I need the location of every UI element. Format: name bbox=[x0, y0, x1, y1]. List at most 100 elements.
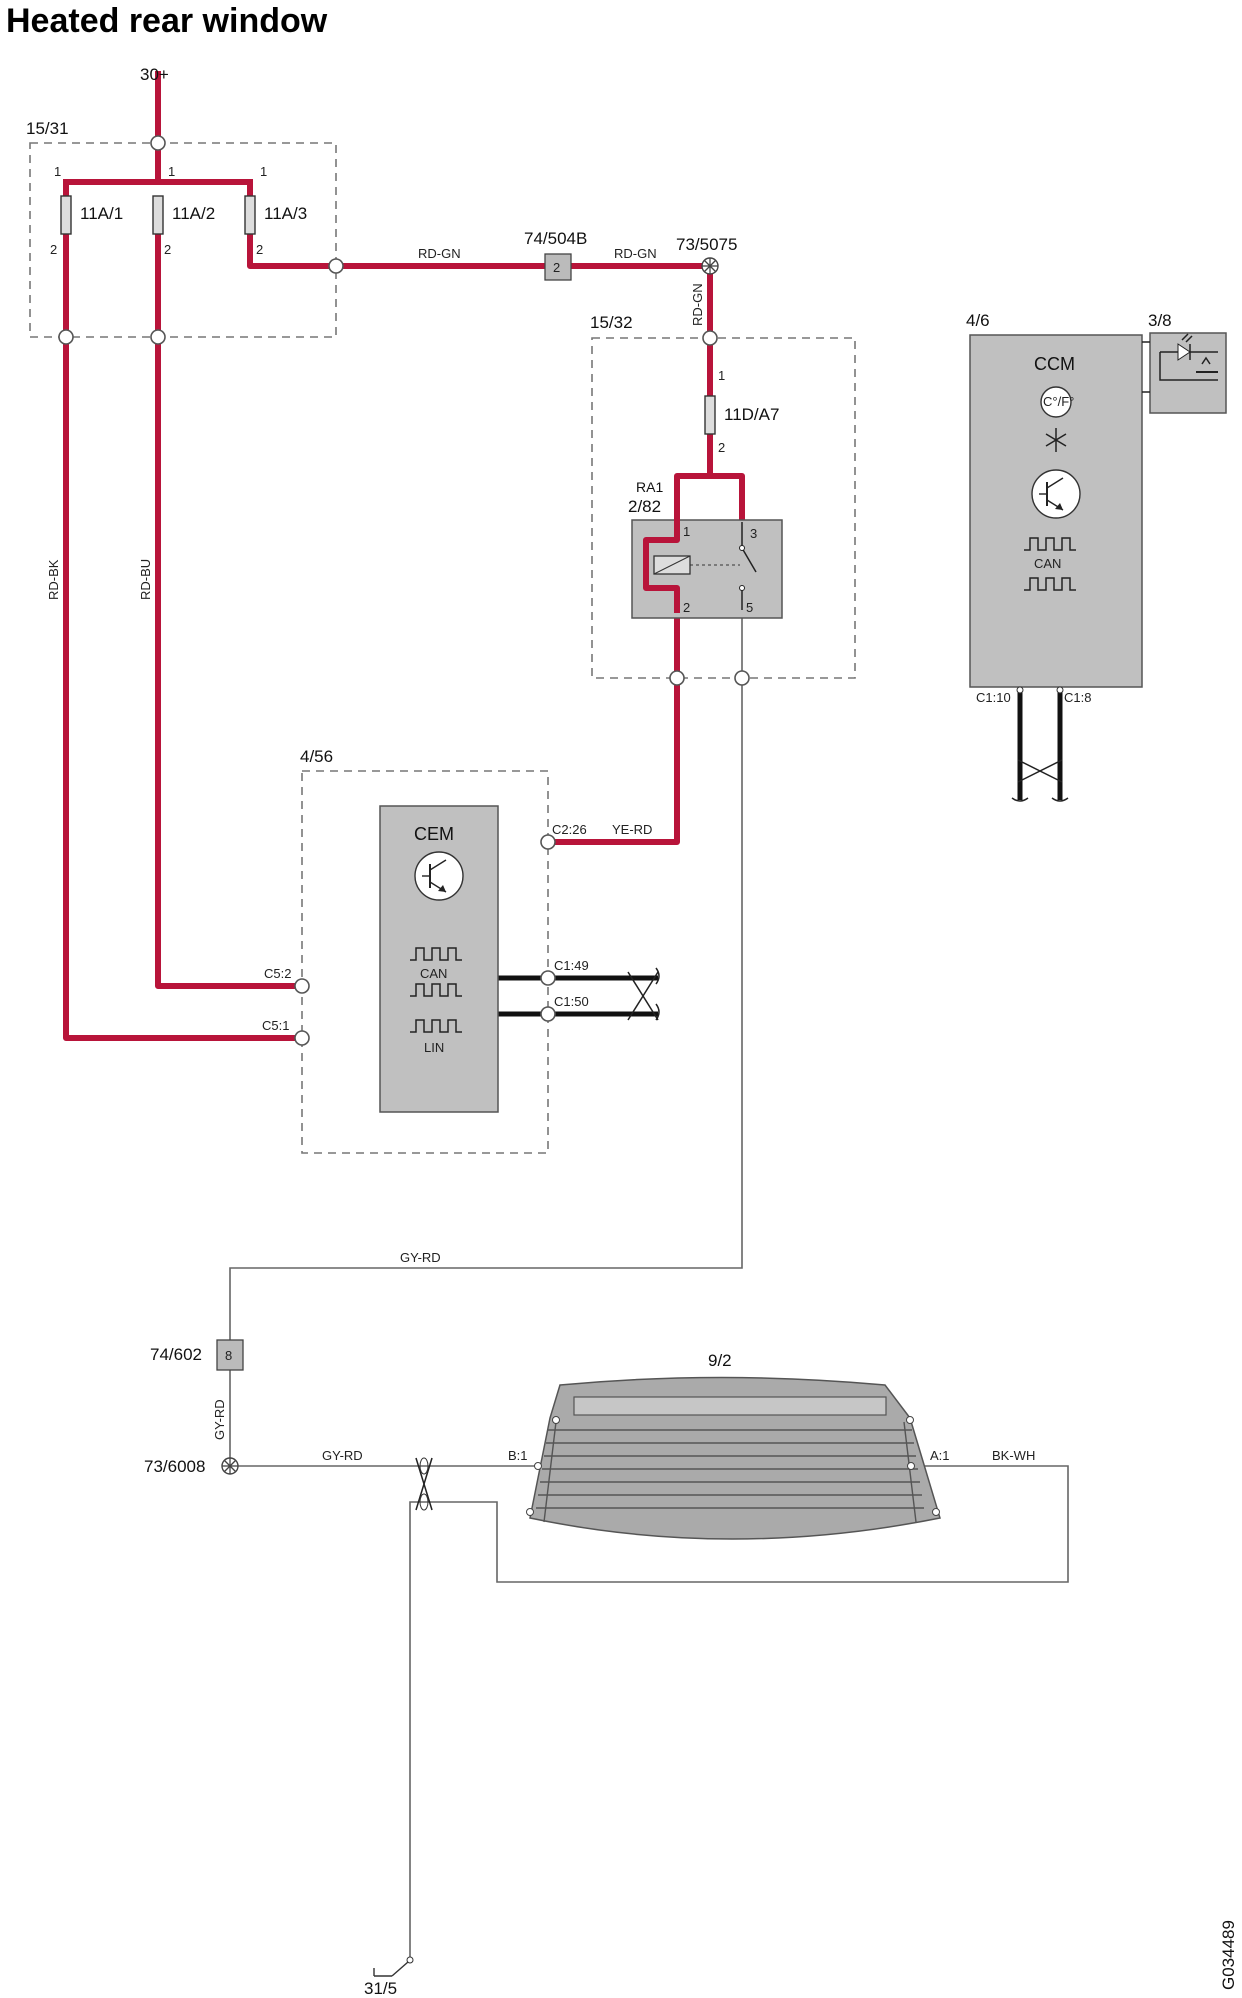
fuse-11a-3: 11A/3 1 2 bbox=[244, 164, 307, 257]
relay-box-in-connector bbox=[702, 330, 718, 346]
fuse-box-out-connector bbox=[328, 258, 344, 274]
ccm-pin-c1-10: C1:10 bbox=[976, 690, 1011, 705]
wire-label-bk-wh: BK-WH bbox=[992, 1448, 1035, 1463]
wire-rd-bk bbox=[63, 231, 305, 1041]
svg-text:1: 1 bbox=[168, 164, 175, 179]
switch-panel-id: 3/8 bbox=[1148, 311, 1172, 330]
rear-window-heater bbox=[526, 1376, 941, 1540]
ccm-box-id: 4/6 bbox=[966, 311, 990, 330]
connector-602-pin: 8 bbox=[225, 1348, 232, 1363]
relay-feed-1 bbox=[674, 431, 713, 525]
svg-text:11A/3: 11A/3 bbox=[264, 204, 307, 223]
ccm-can-waveform-icon bbox=[1024, 537, 1076, 591]
ground-symbol bbox=[373, 1956, 414, 1977]
connector-74-504b bbox=[544, 253, 572, 281]
splice-6008-label: 73/6008 bbox=[144, 1457, 205, 1476]
fuse-box-id: 15/31 bbox=[26, 119, 69, 138]
svg-text:5: 5 bbox=[746, 600, 753, 615]
wire-label-ye-rd: YE-RD bbox=[612, 822, 652, 837]
cem-pin-c1-50 bbox=[540, 1006, 556, 1022]
splice-5075-label: 73/5075 bbox=[676, 235, 737, 254]
svg-text:1: 1 bbox=[718, 368, 725, 383]
cem-pin-c2-26-label: C2:26 bbox=[552, 822, 587, 837]
wire-label-rd-gn-3: RD-GN bbox=[690, 283, 705, 326]
fuse-box-connector-rd-bk bbox=[58, 329, 74, 345]
fuse-11a-1: 11A/1 1 2 bbox=[50, 164, 123, 257]
wire-gy-rd-1 bbox=[229, 610, 743, 1340]
page-title: Heated rear window bbox=[6, 2, 328, 40]
wire-bk-wh bbox=[409, 1465, 1069, 1960]
svg-text:1: 1 bbox=[260, 164, 267, 179]
cem-box-4-56 bbox=[301, 770, 549, 1154]
svg-text:2: 2 bbox=[256, 242, 263, 257]
wire-rd-bu bbox=[155, 231, 305, 989]
ccm-can-label: CAN bbox=[1034, 556, 1061, 571]
ccm-transistor-icon bbox=[1031, 469, 1081, 519]
cem-pin-c1-50-label: C1:50 bbox=[554, 994, 589, 1009]
cem-pin-c5-2 bbox=[294, 978, 310, 994]
wire-label-gy-rd-3: GY-RD bbox=[322, 1448, 363, 1463]
fuse-11a-2: 11A/2 1 2 bbox=[152, 164, 215, 257]
wire-label-rd-bu: RD-BU bbox=[138, 559, 153, 600]
relay-feed-3 bbox=[707, 473, 745, 525]
cem-pin-c5-2-label: C5:2 bbox=[264, 966, 291, 981]
temperature-icon bbox=[1040, 386, 1072, 418]
rear-window-pin-a1: A:1 bbox=[930, 1448, 950, 1463]
cem-pin-c1-49 bbox=[540, 970, 556, 986]
wire-label-rd-gn-1: RD-GN bbox=[418, 246, 461, 261]
relay-box-connector-ye-rd bbox=[669, 670, 685, 686]
svg-text:3: 3 bbox=[750, 526, 757, 541]
cem-pin-c5-1-label: C5:1 bbox=[262, 1018, 289, 1033]
wire-label-rd-bk: RD-BK bbox=[46, 559, 61, 600]
rear-window-switch bbox=[1142, 332, 1227, 414]
relay-box-connector-gy-rd bbox=[734, 670, 750, 686]
wire-label-gy-rd-2: GY-RD bbox=[212, 1399, 227, 1440]
svg-text:2: 2 bbox=[683, 600, 690, 615]
terminal-30-label: 30+ bbox=[140, 65, 169, 84]
ccm-pin-c1-8: C1:8 bbox=[1064, 690, 1091, 705]
relay-name: RA1 bbox=[636, 479, 663, 495]
relay-box-15-32 bbox=[591, 337, 856, 679]
fuse-box-connector-rd-bu bbox=[150, 329, 166, 345]
figure-id: G034489 bbox=[1219, 1920, 1238, 1990]
cem-box-id: 4/56 bbox=[300, 747, 333, 766]
svg-text:2: 2 bbox=[50, 242, 57, 257]
rear-window-id: 9/2 bbox=[708, 1351, 732, 1370]
wire-ye-rd bbox=[545, 607, 680, 845]
cem-name: CEM bbox=[414, 824, 454, 844]
fuse-box-15-31 bbox=[29, 142, 337, 338]
cem-can-label: CAN bbox=[420, 966, 447, 981]
rear-window-pin-b1: B:1 bbox=[508, 1448, 528, 1463]
svg-text:11D/A7: 11D/A7 bbox=[724, 405, 779, 424]
connector-602-id: 74/602 bbox=[150, 1345, 202, 1364]
svg-text:2: 2 bbox=[164, 242, 171, 257]
relay-box-id: 15/32 bbox=[590, 313, 633, 332]
svg-text:2: 2 bbox=[718, 440, 725, 455]
svg-text:1: 1 bbox=[54, 164, 61, 179]
wire-label-rd-gn-2: RD-GN bbox=[614, 246, 657, 261]
connector-504b-pin: 2 bbox=[553, 260, 560, 275]
ccm-name: CCM bbox=[1034, 354, 1075, 374]
wire-twist-symbol bbox=[415, 1457, 433, 1511]
cem-pin-c5-1 bbox=[294, 1030, 310, 1046]
connector-504b-id: 74/504B bbox=[524, 229, 587, 248]
cem-pin-c1-49-label: C1:49 bbox=[554, 958, 589, 973]
lin-waveform-icon bbox=[410, 1019, 462, 1033]
relay-id: 2/82 bbox=[628, 497, 661, 516]
wire-label-gy-rd-1: GY-RD bbox=[400, 1250, 441, 1265]
terminal-30-node bbox=[150, 135, 166, 151]
splice-73-5075 bbox=[701, 257, 719, 275]
snowflake-icon bbox=[1045, 428, 1067, 452]
cem-pin-c2-26 bbox=[540, 834, 556, 850]
svg-text:11A/2: 11A/2 bbox=[172, 204, 215, 223]
can-waveform-icon bbox=[410, 947, 462, 997]
connector-74-602 bbox=[216, 1339, 244, 1371]
svg-text:11A/1: 11A/1 bbox=[80, 204, 123, 223]
cem-lin-label: LIN bbox=[424, 1040, 444, 1055]
svg-text:1: 1 bbox=[683, 524, 690, 539]
splice-73-6008 bbox=[221, 1457, 239, 1475]
transistor-icon bbox=[414, 851, 464, 901]
relay-2-82: 1 3 2 5 bbox=[631, 519, 783, 619]
ccm-temp-unit: C°/F° bbox=[1043, 394, 1074, 409]
